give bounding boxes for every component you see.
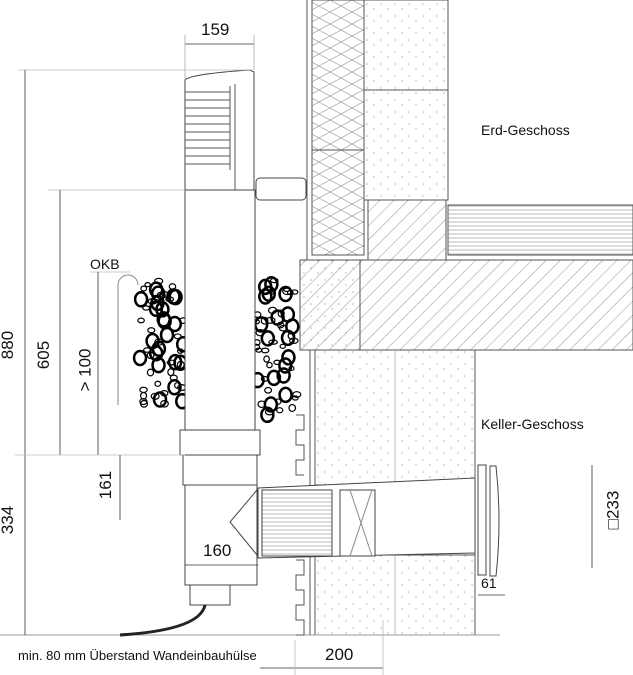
gravel-stone [267,306,278,314]
label-okb: OKB [90,256,120,272]
gravel-stone [165,296,175,303]
square-symbol: □ [603,519,623,530]
gravel-stone [268,339,278,345]
gravel-fill [132,276,302,424]
gravel-stone [278,324,288,332]
gravel-stone [260,316,269,325]
gravel-stone [280,306,296,323]
dim-width-160: 160 [203,541,232,560]
gravel-stone [176,360,185,369]
gravel-stone [292,391,302,398]
dim-wall-200: 200 [325,645,354,664]
gravel-stone [276,367,291,384]
label-erd-geschoss: Erd-Geschoss [481,122,570,138]
gravel-stone [278,386,293,404]
gravel-stone [281,349,296,366]
gravel-stone [269,277,279,284]
dim-grille-size: □233 [603,490,623,530]
gravel-stone [276,407,284,414]
dimension-lines [15,35,593,675]
gravel-stone [139,398,148,406]
gravel-stone [277,309,285,318]
gravel-stone [255,347,263,353]
gravel-stone [137,317,145,324]
gravel-stone [168,283,177,290]
gravel-stone [278,357,293,374]
wall-sleeve-pipe [257,464,500,577]
gravel-stone [147,327,156,334]
dim-height-total: 880 [0,330,18,360]
gravel-stone [263,396,279,413]
gravel-stone [132,349,148,367]
gravel-stone [263,355,270,363]
gravel-stone [156,311,171,328]
gravel-stone [287,332,296,340]
gravel-stone [144,282,151,288]
gravel-stone [150,294,165,312]
gravel-stone [291,395,299,401]
gravel-stone [288,365,295,371]
gravel-stone [154,338,164,346]
gravel-stone [145,332,160,350]
gravel-stone [139,386,148,394]
gravel-stone [167,368,175,377]
gravel-stone [154,380,162,387]
gravel-stone [160,399,169,408]
gravel-stone [264,386,273,394]
wall-upper [306,0,449,261]
gravel-stone [169,374,178,382]
dim-grille-depth: 61 [481,575,497,591]
gravel-stone [160,390,169,397]
note-wall-sleeve: min. 80 mm Überstand Wandeinbauhülse [18,648,257,663]
floor-slab [299,204,633,351]
gravel-stone [260,330,276,347]
gravel-stone [260,347,270,354]
gravel-stone [261,285,277,303]
gravel-stone [173,382,181,389]
label-keller-geschoss: Keller-Geschoss [481,416,584,432]
gravel-stone [173,333,182,340]
gravel-stone [159,326,175,344]
gravel-stone [140,285,148,292]
gravel-stone [151,356,166,374]
gravel-stone [279,343,287,349]
gravel-stone [167,353,183,371]
gravel-stone [133,291,149,308]
dim-height-605: 605 [34,340,54,370]
gravel-stone [266,369,282,387]
gravel-stone [266,361,273,369]
gravel-stone [146,368,155,377]
gravel-stone [264,276,279,293]
dim-width-top: 159 [201,20,230,39]
dim-height-334: 334 [0,505,18,535]
gravel-stone [288,403,297,412]
ventilation-device [119,69,307,637]
gravel-stone [176,348,184,354]
gravel-stone [286,290,294,296]
gravel-stone [260,406,275,424]
backfill-outline [117,274,139,405]
gravel-stone [150,392,160,400]
dim-height-min: > 100 [75,348,95,392]
dim-height-161: 161 [96,470,116,500]
